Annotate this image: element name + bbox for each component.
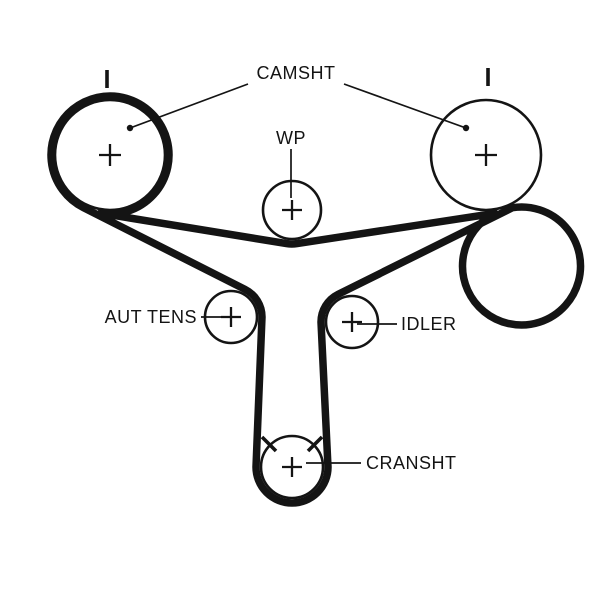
water-pump-pulley xyxy=(261,179,323,241)
camshaft-pulley-left xyxy=(53,70,167,212)
aut-tens-label: AUT TENS xyxy=(105,307,197,327)
timing-belt-path xyxy=(47,92,585,507)
camshaft-leader-dot-right xyxy=(462,124,470,132)
labels: CAMSHT WP AUT TENS IDLER CRANSHT xyxy=(105,63,457,473)
camshaft-leader-right xyxy=(343,83,467,129)
crankshaft-pulley xyxy=(259,434,325,500)
camshaft-leader-left xyxy=(129,83,249,129)
camshaft-right-center-cross-icon xyxy=(475,144,497,166)
water-pump-center-cross-icon xyxy=(282,200,302,220)
cransht-label: CRANSHT xyxy=(366,453,457,473)
idler-pulley xyxy=(324,294,380,350)
crankshaft-center-cross-icon xyxy=(282,457,302,477)
camshaft-leader-dot-left xyxy=(126,124,134,132)
leader-lines xyxy=(126,83,470,464)
idler-center-cross-icon xyxy=(342,312,362,332)
crankshaft-timing-mark-right xyxy=(306,435,324,453)
wp-label: WP xyxy=(276,128,306,148)
camshaft-label: CAMSHT xyxy=(257,63,336,83)
camshaft-left-center-cross-icon xyxy=(99,144,121,166)
crankshaft-timing-mark-left xyxy=(260,435,278,453)
idler-label: IDLER xyxy=(401,314,457,334)
camshaft-pulley-right xyxy=(429,68,543,212)
tensioner-pulley xyxy=(203,289,259,345)
